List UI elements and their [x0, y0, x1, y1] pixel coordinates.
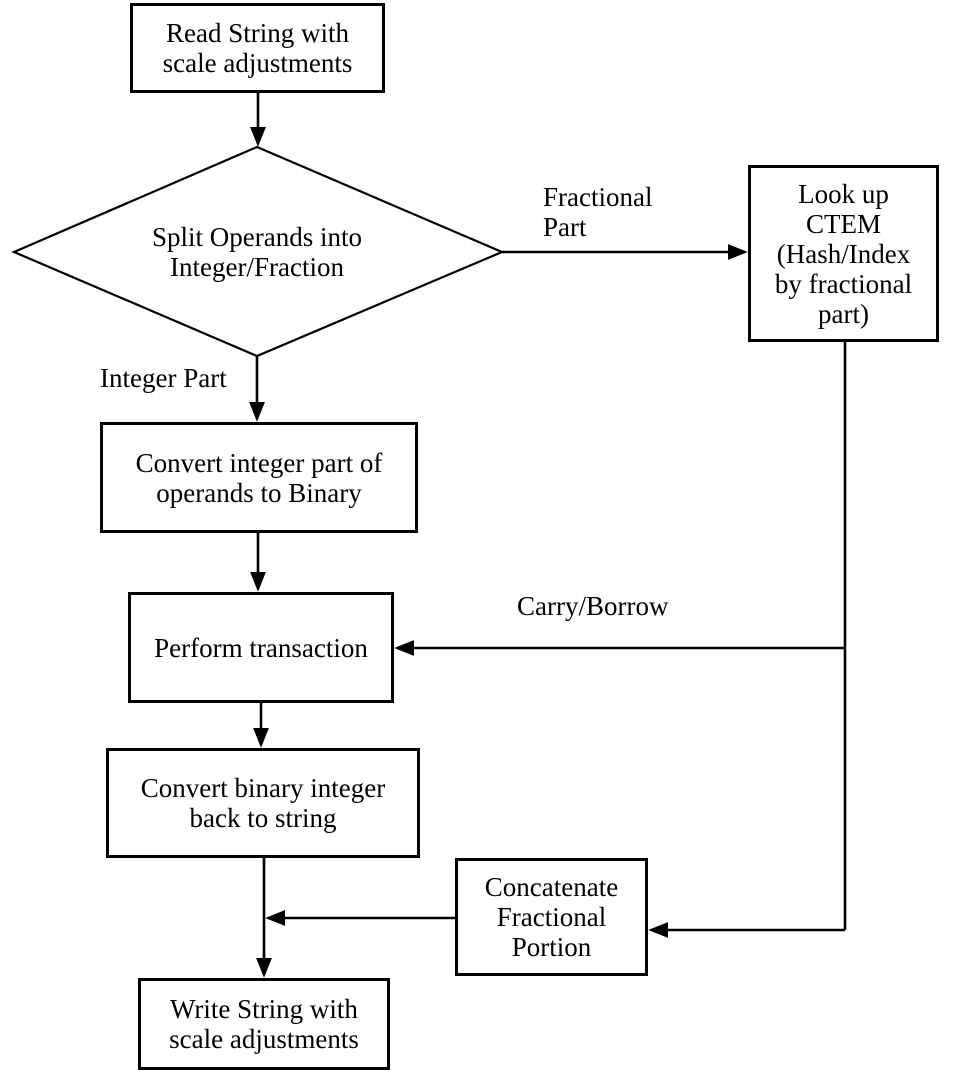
node-lookup-ctem: Look up CTEM (Hash/Index by fractional p…: [748, 165, 939, 342]
node-convert-integer: Convert integer part of operands to Bina…: [100, 422, 418, 533]
node-concatenate-fractional-label: Concatenate Fractional Portion: [484, 872, 619, 962]
edge-label-carry-borrow: Carry/Borrow: [517, 591, 669, 621]
node-read-string: Read String with scale adjustments: [130, 3, 385, 93]
node-write-string-label: Write String with scale adjustments: [169, 994, 359, 1054]
node-perform-transaction-label: Perform transaction: [154, 632, 368, 663]
node-perform-transaction: Perform transaction: [128, 592, 394, 703]
node-write-string: Write String with scale adjustments: [138, 978, 390, 1070]
node-convert-binary: Convert binary integer back to string: [106, 748, 420, 858]
node-split-operands-label: Split Operands into Integer/Fraction: [152, 222, 362, 282]
node-convert-binary-label: Convert binary integer back to string: [140, 773, 386, 833]
node-concatenate-fractional: Concatenate Fractional Portion: [455, 858, 648, 976]
edge-label-fractional-part: Fractional Part: [543, 182, 653, 242]
edge-label-integer-part: Integer Part: [100, 363, 227, 393]
node-lookup-ctem-label: Look up CTEM (Hash/Index by fractional p…: [774, 178, 913, 329]
node-read-string-label: Read String with scale adjustments: [162, 18, 353, 78]
node-convert-integer-label: Convert integer part of operands to Bina…: [135, 447, 383, 508]
